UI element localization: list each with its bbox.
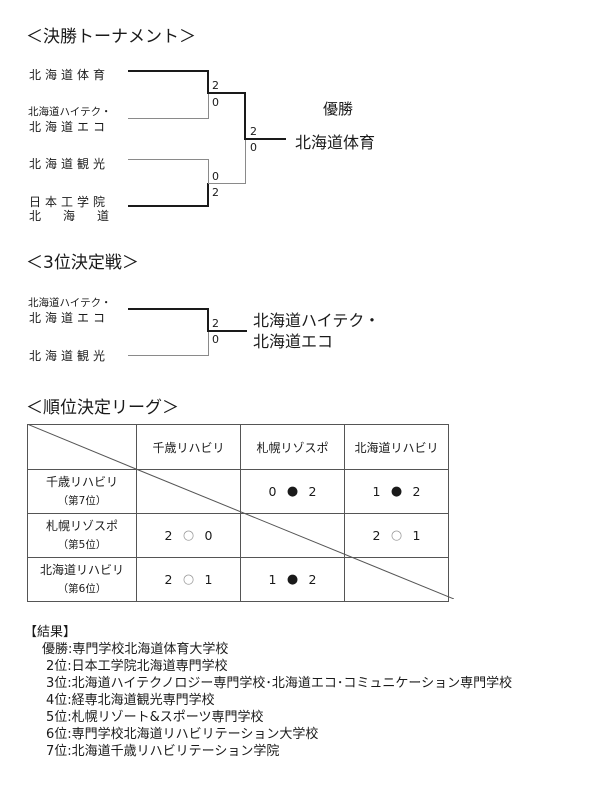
bracket-line	[208, 183, 245, 184]
third-winner-line1: 北海道ハイテク・	[253, 311, 381, 330]
league-col-header: 北海道リハビリ	[344, 424, 449, 470]
bracket-line	[128, 308, 208, 310]
third-winner-line2: 北海道エコ	[253, 332, 334, 351]
score-b: 2	[308, 572, 317, 587]
score-a: 1	[268, 572, 277, 587]
results-section: 【結果】 優勝:専門学校北海道体育大学校 2位:日本工学院北海道専門学校 3位:…	[24, 624, 512, 760]
team-hokkaido-kanko: 北海道観光	[29, 157, 110, 171]
bracket-line	[207, 183, 209, 207]
score-a: 2	[372, 528, 381, 543]
bracket-line	[128, 118, 208, 119]
result-line: 3位:北海道ハイテクノロジー専門学校･北海道エコ･コミュニケーション専門学校	[46, 676, 513, 691]
score-b: 1	[412, 528, 421, 543]
bracket-line	[207, 330, 247, 332]
score-a: 0	[268, 484, 277, 499]
team-hokkaido-hightech-line1: 北海道ハイテク・	[28, 297, 112, 309]
champion-name: 北海道体育	[295, 133, 376, 152]
bracket-line	[208, 159, 209, 184]
league-cell-result: 2 ○ 1	[344, 513, 449, 558]
score-semi1-bottom: 0	[212, 96, 219, 109]
league-row-rank: （第5位）	[57, 538, 107, 551]
score-final-bottom: 0	[250, 141, 257, 154]
result-line: 7位:北海道千歳リハビリテーション学院	[46, 744, 280, 759]
score-b: 2	[308, 484, 317, 499]
score-semi1-top: 2	[212, 79, 219, 92]
score-b: 0	[204, 528, 213, 543]
league-row-rank: （第6位）	[57, 582, 107, 595]
result-line: 5位:札幌リゾート&スポーツ専門学校	[46, 710, 264, 725]
team-hokkaido-taiiku: 北海道体育	[29, 68, 110, 82]
league-cell-empty	[136, 469, 241, 514]
bracket-line	[207, 92, 245, 94]
bracket-line	[207, 308, 209, 332]
loss-mark-icon: ●	[390, 484, 403, 499]
team-hokkaido-hightech-line1: 北海道ハイテク・	[28, 106, 112, 118]
league-row-name: 札幌リゾスポ	[45, 518, 118, 533]
loss-mark-icon: ●	[286, 572, 299, 587]
win-mark-icon: ○	[390, 528, 403, 543]
league-heading: ＜順位決定リーグ＞	[26, 398, 179, 418]
league-cell-result: 0 ● 2	[240, 469, 345, 514]
bracket-line	[208, 93, 209, 119]
score-a: 2	[164, 528, 173, 543]
league-cell-empty	[240, 513, 345, 558]
bracket-line	[128, 355, 208, 356]
league-table: 千歳リハビリ 札幌リゾスポ 北海道リハビリ 千歳リハビリ （第7位） 0 ● 2 1…	[27, 424, 449, 602]
third-heading: ＜3位決定戦＞	[26, 253, 139, 273]
champion-label: 優勝	[323, 100, 354, 118]
team-nihon-kogakuin-line2: 北海道	[29, 209, 132, 223]
win-mark-icon: ○	[182, 572, 195, 587]
team-hokkaido-eco-line2: 北海道エコ	[29, 120, 110, 134]
score-a: 2	[164, 572, 173, 587]
league-row-header: 北海道リハビリ （第6位）	[27, 557, 137, 602]
league-cell-result: 2 ○ 0	[136, 513, 241, 558]
score-b: 1	[204, 572, 213, 587]
bracket-line	[208, 331, 209, 356]
league-row-name: 千歳リハビリ	[45, 474, 118, 489]
league-cell-result: 1 ● 2	[240, 557, 345, 602]
team-nihon-kogakuin-line1: 日本工学院	[29, 195, 110, 209]
result-line: 2位:日本工学院北海道専門学校	[46, 659, 228, 674]
result-line: 優勝:専門学校北海道体育大学校	[42, 642, 229, 657]
league-row-rank: （第7位）	[57, 494, 107, 507]
team-hokkaido-kanko: 北海道観光	[29, 349, 110, 363]
league-row-name: 北海道リハビリ	[39, 562, 124, 577]
score-semi2-top: 0	[212, 170, 219, 183]
bracket-line	[128, 159, 208, 160]
league-col-header: 千歳リハビリ	[136, 424, 241, 470]
result-line: 4位:経専北海道観光専門学校	[46, 693, 215, 708]
bracket-line	[128, 205, 208, 207]
score-final-top: 2	[250, 125, 257, 138]
league-row-header: 札幌リゾスポ （第5位）	[27, 513, 137, 558]
bracket-line	[244, 92, 246, 139]
score-b: 2	[412, 484, 421, 499]
league-cell-result: 2 ○ 1	[136, 557, 241, 602]
bracket-line	[245, 139, 246, 184]
result-line: 6位:専門学校北海道リハビリテーション大学校	[46, 727, 319, 742]
bracket-line	[244, 138, 286, 140]
league-corner-cell	[27, 424, 137, 470]
league-row-header: 千歳リハビリ （第7位）	[27, 469, 137, 514]
loss-mark-icon: ●	[286, 484, 299, 499]
score-third-top: 2	[212, 317, 219, 330]
league-col-header: 札幌リゾスポ	[240, 424, 345, 470]
results-heading: 【結果】	[24, 625, 77, 640]
score-semi2-bottom: 2	[212, 186, 219, 199]
team-hokkaido-eco-line2: 北海道エコ	[29, 311, 110, 325]
score-third-bottom: 0	[212, 333, 219, 346]
win-mark-icon: ○	[182, 528, 195, 543]
league-cell-empty	[344, 557, 449, 602]
final-heading: ＜決勝トーナメント＞	[26, 27, 196, 47]
score-a: 1	[372, 484, 381, 499]
bracket-line	[128, 70, 208, 72]
league-cell-result: 1 ● 2	[344, 469, 449, 514]
bracket-line	[207, 70, 209, 93]
